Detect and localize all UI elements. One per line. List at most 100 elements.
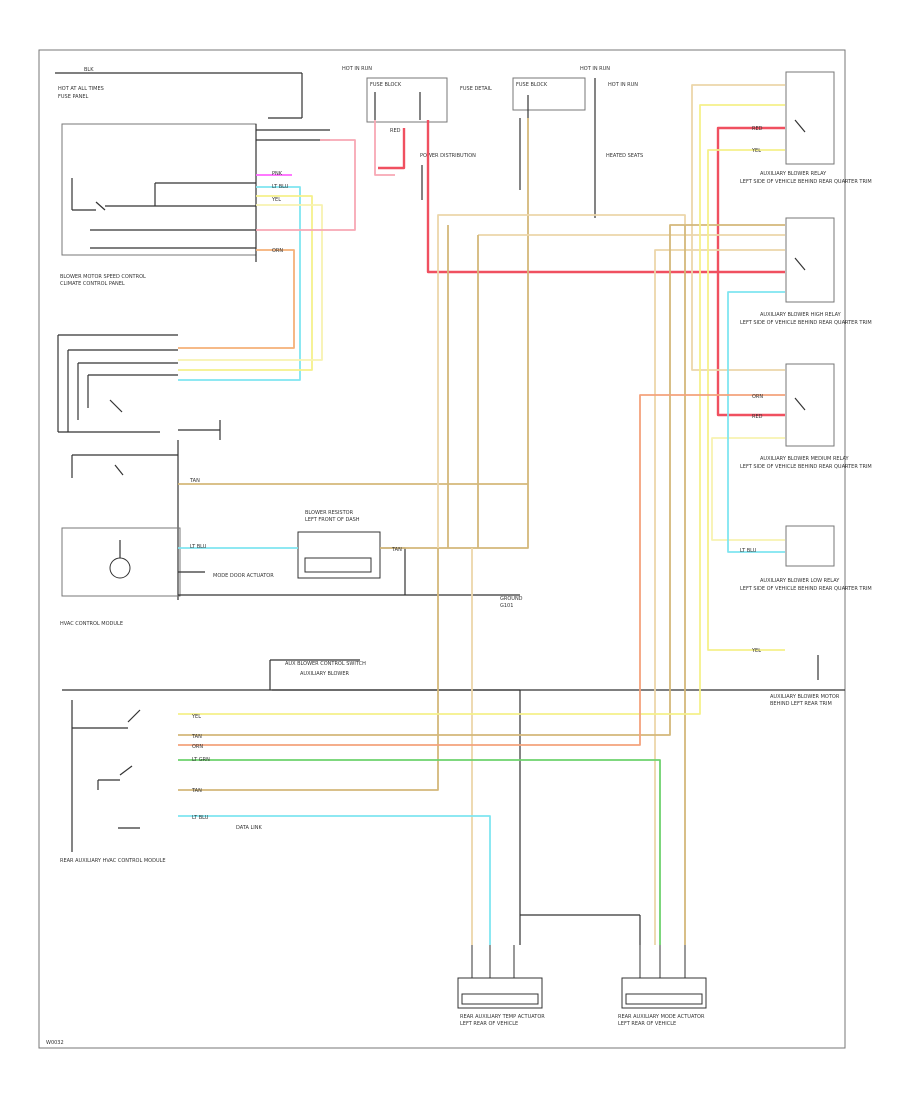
heated-seats-label: HEATED SEATS bbox=[606, 153, 643, 159]
wire-tags: PNK LT BLU YEL ORN RED TAN LT BLU TAN YE… bbox=[189, 126, 763, 821]
wire-tag-ltgrn: LT GRN bbox=[192, 757, 210, 763]
fuse-detail-label: FUSE DETAIL bbox=[460, 86, 492, 92]
wire-yellow-right-3 bbox=[711, 437, 785, 541]
wire-tag-yel: YEL bbox=[271, 197, 281, 203]
wire-tan-right-3 bbox=[178, 224, 785, 736]
wire-yellow-2 bbox=[178, 204, 323, 361]
fuse-block-1 bbox=[366, 77, 448, 123]
wire-tan-2 bbox=[380, 118, 529, 549]
wire-yellow-right-2 bbox=[178, 104, 785, 715]
hvac-control-module-label: HVAC CONTROL MODULE bbox=[60, 621, 123, 627]
aux-blower-motor-label: AUXILIARY BLOWER MOTOR bbox=[770, 694, 840, 700]
wire-tag-ltblu-4: LT BLU bbox=[740, 548, 757, 554]
aux-panel-3-title: AUXILIARY BLOWER MEDIUM RELAY bbox=[760, 456, 850, 462]
hot-in-run-label-1: HOT IN RUN bbox=[342, 66, 372, 72]
page-code-label: W0032 bbox=[46, 1040, 64, 1046]
aux-panel-1 bbox=[785, 71, 835, 165]
diagram-border bbox=[38, 49, 846, 1049]
rear-aux-module-label: REAR AUXILIARY HVAC CONTROL MODULE bbox=[60, 858, 166, 864]
data-link-label: DATA LINK bbox=[236, 825, 262, 831]
rear-actuator-left-box bbox=[457, 977, 543, 1009]
aux-panel-4-sub: LEFT SIDE OF VEHICLE BEHIND REAR QUARTER… bbox=[740, 586, 872, 592]
wire-tan-right-2 bbox=[654, 249, 785, 945]
wire-tag-orn: ORN bbox=[272, 248, 283, 254]
aux-control-switch-label: AUX BLOWER CONTROL SWITCH bbox=[285, 661, 366, 667]
rear-actuators-section: REAR AUXILIARY TEMP ACTUATOR LEFT REAR O… bbox=[46, 977, 707, 1046]
hvac-module-box bbox=[61, 527, 181, 597]
wire-tan-right-1 bbox=[691, 84, 785, 371]
left-front-dash-label: LEFT FRONT OF DASH bbox=[305, 517, 360, 523]
wire-tag-pnk: PNK bbox=[272, 171, 283, 177]
aux-panel-4 bbox=[785, 525, 835, 567]
blower-motor-symbol bbox=[109, 557, 131, 579]
aux-panel-1-sub: LEFT SIDE OF VEHICLE BEHIND REAR QUARTER… bbox=[740, 179, 872, 185]
wire-pink-1 bbox=[256, 139, 356, 231]
ground-label: GROUND bbox=[500, 596, 523, 602]
wire-tag-red-1: RED bbox=[390, 128, 401, 134]
wire-red-1 bbox=[378, 128, 406, 170]
wire-tan-long-1 bbox=[178, 548, 439, 791]
blower-resistor-section: BLOWER RESISTOR LEFT FRONT OF DASH MODE … bbox=[178, 510, 523, 609]
g-number-label: G101 bbox=[500, 603, 513, 609]
wire-tag-ltblu-3: LT BLU bbox=[192, 815, 209, 821]
wire-cyan-main bbox=[178, 186, 301, 381]
aux-panel-2-title: AUXILIARY BLOWER HIGH RELAY bbox=[760, 312, 842, 318]
hot-in-run-label-2: HOT IN RUN bbox=[580, 66, 610, 72]
wire-cyan-right bbox=[727, 291, 785, 553]
hot-in-run-label-3: HOT IN RUN bbox=[608, 82, 638, 88]
hot-at-all-times-label: HOT AT ALL TIMES bbox=[58, 86, 104, 92]
blower-resistor-label: BLOWER RESISTOR bbox=[305, 510, 354, 516]
blower-resistor-box bbox=[297, 531, 381, 579]
wire-red-2 bbox=[426, 120, 785, 274]
aux-panel-2 bbox=[785, 217, 835, 303]
fuse-block-label-1: FUSE BLOCK bbox=[370, 82, 402, 88]
wire-green-1 bbox=[178, 759, 661, 945]
wire-tag-tan-3: TAN bbox=[191, 734, 202, 740]
aux-panel-2-sub: LEFT SIDE OF VEHICLE BEHIND REAR QUARTER… bbox=[740, 320, 872, 326]
wire-tag-red-2: RED bbox=[752, 126, 763, 132]
blower-speed-control-section: BLOWER MOTOR SPEED CONTROL CLIMATE CONTR… bbox=[60, 123, 330, 287]
mode-door-actuator-label: MODE DOOR ACTUATOR bbox=[213, 573, 274, 579]
wire-tag-tan-1: TAN bbox=[189, 478, 200, 484]
wire-tag-ltblu: LT BLU bbox=[272, 184, 289, 190]
wire-layer bbox=[178, 84, 785, 978]
rear-actuator-left-loc: LEFT REAR OF VEHICLE bbox=[460, 1021, 518, 1027]
aux-panels-section: AUXILIARY BLOWER RELAY LEFT SIDE OF VEHI… bbox=[740, 71, 872, 707]
wire-tag-tan-2: TAN bbox=[391, 547, 402, 553]
hvac-control-section: HVAC CONTROL MODULE bbox=[57, 334, 221, 627]
rear-actuator-right-loc: LEFT REAR OF VEHICLE bbox=[618, 1021, 676, 1027]
top-power-section: HOT AT ALL TIMES FUSE PANEL BLK HOT IN R… bbox=[55, 66, 643, 218]
rear-actuator-right-label: REAR AUXILIARY MODE ACTUATOR bbox=[618, 1014, 705, 1020]
power-distribution-label: POWER DISTRIBUTION bbox=[420, 153, 476, 159]
wire-tan-3 bbox=[437, 214, 686, 548]
blower-speed-control-label: BLOWER MOTOR SPEED CONTROL bbox=[60, 274, 146, 280]
wire-pink-2 bbox=[374, 120, 395, 176]
wire-salmon-right bbox=[178, 394, 785, 746]
wire-tag-yel-3: YEL bbox=[751, 148, 761, 154]
aux-motor-sub-label: BEHIND LEFT REAR TRIM bbox=[770, 701, 832, 707]
wire-orange-1 bbox=[178, 249, 295, 349]
wire-tag-orn-3: ORN bbox=[752, 394, 763, 400]
rear-actuator-right-inner bbox=[625, 993, 703, 1005]
rear-actuator-left-label: REAR AUXILIARY TEMP ACTUATOR bbox=[460, 1014, 545, 1020]
aux-panel-4-title: AUXILIARY BLOWER LOW RELAY bbox=[760, 578, 840, 584]
rear-actuator-left-inner bbox=[461, 993, 539, 1005]
top-wire-label: BLK bbox=[84, 67, 94, 73]
aux-panel-1-title: AUXILIARY BLOWER RELAY bbox=[760, 171, 827, 177]
wire-tag-orn-2: ORN bbox=[192, 744, 203, 750]
wire-tag-yel-4: YEL bbox=[751, 648, 761, 654]
fuse-block-label-2: FUSE BLOCK bbox=[516, 82, 548, 88]
wire-tag-yel-2: YEL bbox=[191, 714, 201, 720]
auxiliary-blower-label: AUXILIARY BLOWER bbox=[300, 671, 350, 677]
fuse-block-2 bbox=[512, 77, 586, 111]
fuse-panel-label: FUSE PANEL bbox=[58, 94, 88, 100]
rear-aux-control-section: AUX BLOWER CONTROL SWITCH AUXILIARY BLOW… bbox=[60, 659, 845, 945]
climate-control-label: CLIMATE CONTROL PANEL bbox=[60, 281, 125, 287]
aux-panel-3-sub: LEFT SIDE OF VEHICLE BEHIND REAR QUARTER… bbox=[740, 464, 872, 470]
wire-tag-tan-4: TAN bbox=[191, 788, 202, 794]
wire-yellow-1 bbox=[178, 195, 313, 371]
rear-actuator-right-box bbox=[621, 977, 707, 1009]
wire-tag-red-3: RED bbox=[752, 414, 763, 420]
wire-tag-ltblu-2: LT BLU bbox=[190, 544, 207, 550]
